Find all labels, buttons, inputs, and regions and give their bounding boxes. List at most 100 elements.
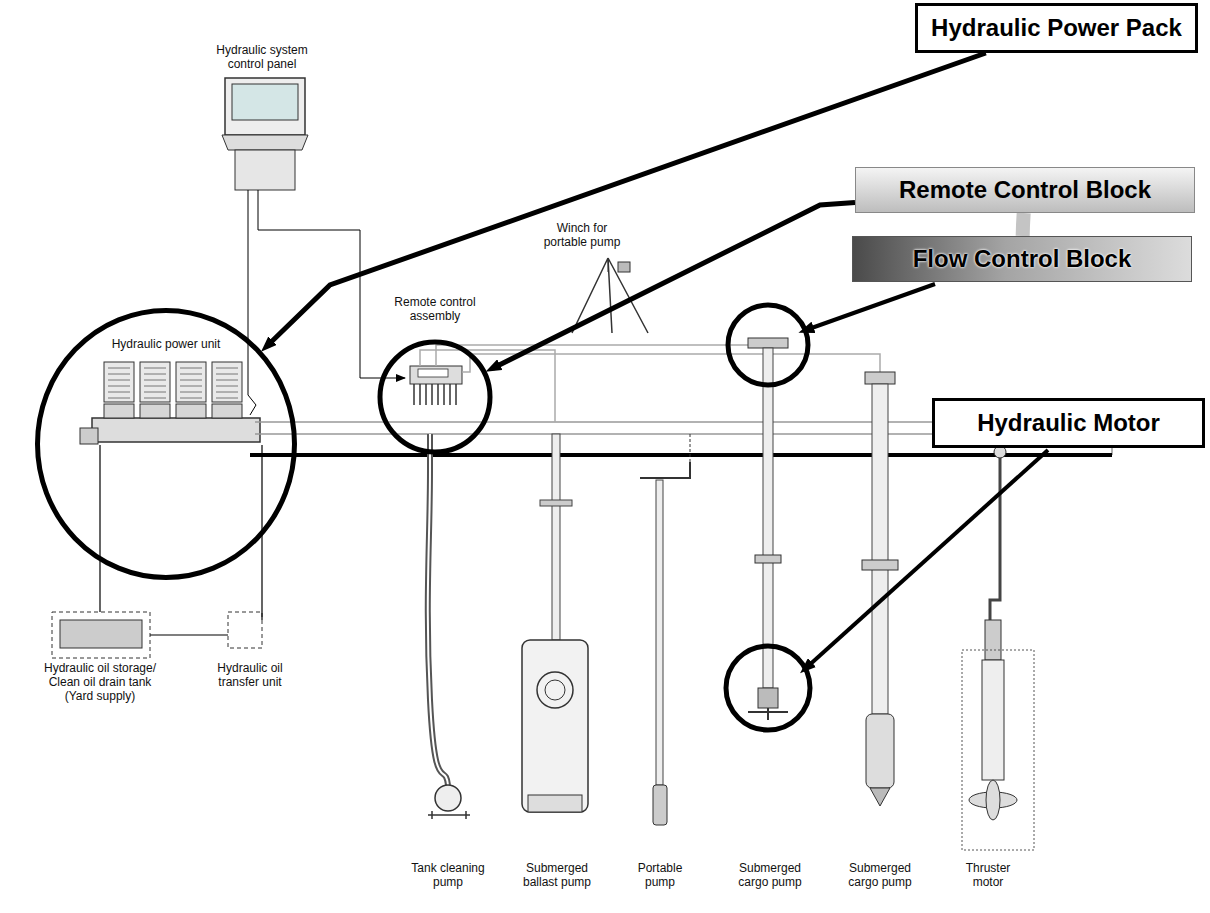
part-label: Submerged ballast pump: [512, 862, 602, 890]
cargo-pump-part: [872, 384, 888, 714]
part-label: Hydraulic oil storage/ Clean oil drain t…: [35, 662, 165, 703]
cargo-pump-part: [728, 305, 808, 385]
callout-text: Hydraulic power unit: [55, 338, 277, 352]
oil-tanks-part: [100, 445, 262, 635]
control-panel-part: [235, 150, 295, 190]
callout-text: Hydraulic Motor: [947, 408, 1190, 438]
cargo-pump-part: [862, 560, 898, 570]
main-pipes-part: [250, 453, 1112, 457]
leader-arrow-part: [806, 450, 1048, 668]
ballast-pump-part: [528, 795, 582, 812]
power-unit-part: [144, 386, 166, 387]
winch-part: [608, 258, 609, 272]
power-unit-part: [144, 368, 166, 369]
cargo-pump-part: [763, 348, 773, 688]
cargo-pump-part: [865, 372, 895, 384]
remote-control-assembly-part-part: [425, 384, 427, 405]
power-unit-part: [144, 398, 166, 399]
cargo-pump: [726, 305, 810, 730]
power-unit-part: [212, 404, 242, 418]
callout-text: Flow Control Block: [865, 244, 1179, 274]
ballast-pump-part: [545, 680, 565, 700]
part-label: Tank cleaning pump: [403, 862, 493, 890]
callout-box: Hydraulic Motor: [932, 398, 1205, 448]
callout-box: Remote Control Block: [855, 167, 1195, 213]
oil-tanks-part: [228, 612, 262, 648]
part-label: Submerged cargo pump: [835, 862, 925, 890]
ballast-pump: [522, 434, 588, 812]
power-unit-part: [144, 392, 166, 393]
part-label: Thruster motor: [958, 862, 1018, 890]
remote-control-assembly-part: [418, 369, 448, 377]
power-unit-part: [108, 380, 130, 381]
power-unit-part: [108, 386, 130, 387]
power-unit-part: [104, 404, 134, 418]
control-panel-part: [222, 135, 308, 150]
callout-box: Flow Control Block: [852, 236, 1192, 282]
remote-control-assembly-part-part: [413, 384, 415, 405]
remote-control-assembly-part-part: [431, 384, 433, 405]
power-unit-part: [180, 368, 202, 369]
remote-control-assembly-part-part: [437, 384, 439, 405]
power-unit-part: [176, 362, 206, 402]
thruster-motor-part: [990, 434, 1000, 620]
tank-cleaning-pump-part: [435, 785, 461, 811]
remote-control-assembly-part-part: [449, 384, 451, 405]
leader-arrow: [806, 284, 1048, 668]
part-label: Submerged cargo pump: [725, 862, 815, 890]
circle-outline: [380, 342, 490, 452]
ballast-pump-part: [552, 434, 560, 640]
part-label: Hydraulic oil transfer unit: [205, 662, 295, 690]
leader-arrow-part: [806, 284, 935, 330]
cargo-pump-part: [748, 708, 788, 720]
power-unit-part: [140, 404, 170, 418]
power-unit-part: [216, 380, 238, 381]
control-panel-part: [225, 78, 305, 135]
portable-pump-part: [690, 434, 691, 462]
power-unit-part: [108, 398, 130, 399]
power-unit-part: [216, 368, 238, 369]
power-unit-part: [216, 398, 238, 399]
leader-arrow: [493, 202, 855, 368]
oil-tanks-part: [60, 620, 142, 648]
cargo-pump-part: [758, 688, 778, 708]
remote-control-assembly-part-part: [443, 384, 445, 405]
power-unit: [80, 362, 260, 444]
cargo-pump-part: [748, 338, 788, 348]
power-unit-part: [144, 380, 166, 381]
callout-box: Hydraulic Power Pack: [915, 3, 1198, 53]
part-label: Winch for portable pump: [537, 222, 627, 250]
tank-cleaning-pump-part: [428, 811, 470, 819]
tank-cleaning-pump: [428, 434, 470, 819]
power-unit-part: [108, 392, 130, 393]
portable-pump-part: [656, 480, 663, 785]
power-unit-part: [180, 392, 202, 393]
power-unit-part: [180, 380, 202, 381]
remote-control-assembly-part-part: [455, 384, 457, 405]
power-unit-part: [216, 386, 238, 387]
callout-text: Hydraulic Power Pack: [930, 13, 1183, 43]
part-label: Hydraulic system control panel: [207, 44, 317, 72]
portable-pump-part: [653, 785, 667, 825]
power-unit-part: [144, 374, 166, 375]
cargo-pump-part: [726, 646, 810, 730]
callout-text: Remote Control Block: [868, 175, 1182, 205]
power-unit-part: [80, 428, 98, 444]
ballast-pump-part: [540, 500, 572, 506]
thruster-motor-part: [982, 660, 1004, 780]
control-panel-part: [248, 190, 256, 415]
power-unit-part: [216, 374, 238, 375]
power-unit-part: [108, 374, 130, 375]
remote-control-assembly-part: [410, 366, 462, 384]
cargo-pump-part: [870, 788, 890, 806]
power-unit-part: [92, 418, 260, 442]
power-unit-part: [180, 398, 202, 399]
power-unit-part: [176, 404, 206, 418]
remote-control-assembly-part: [414, 384, 456, 405]
part-label: Portable pump: [630, 862, 690, 890]
power-unit-part: [108, 368, 130, 369]
circle-callout: Remote control assembly: [375, 294, 495, 456]
oil-tanks-part: [52, 612, 150, 658]
